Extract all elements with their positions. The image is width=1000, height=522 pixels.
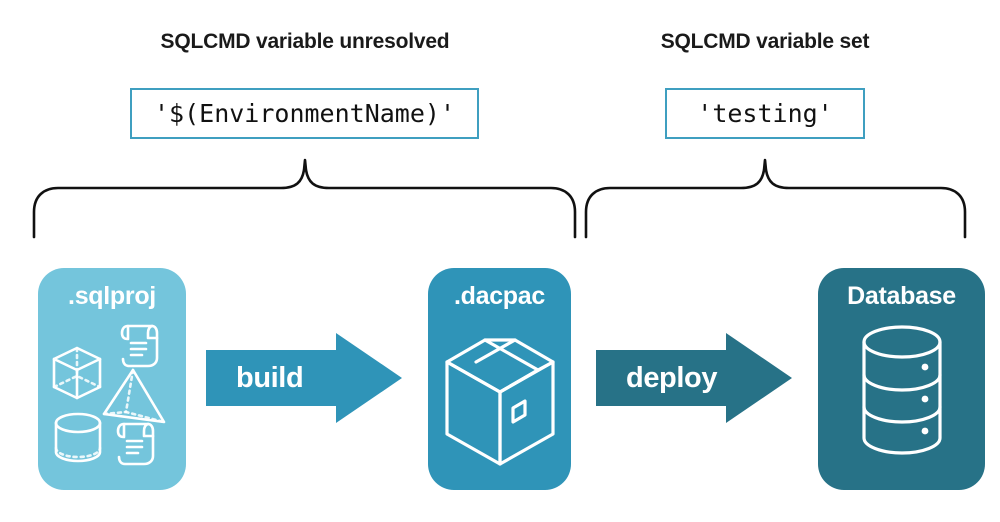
database-icon-group — [818, 320, 985, 468]
pyramid-icon — [102, 368, 166, 424]
arrow-build: build — [206, 333, 402, 423]
sqlproj-icon-group — [38, 320, 186, 470]
artifact-box-dacpac: .dacpac — [428, 268, 571, 490]
cylinder-icon — [54, 412, 102, 463]
brace-deploy-scope — [584, 158, 967, 239]
artifact-label-dacpac: .dacpac — [453, 282, 545, 310]
package-box-icon — [444, 338, 555, 466]
dacpac-icon-group — [428, 320, 571, 472]
scroll-icon — [120, 324, 159, 368]
cube-icon — [52, 346, 102, 400]
code-box-environment-name: '$(EnvironmentName)' — [130, 88, 479, 139]
artifact-label-sqlproj: .sqlproj — [68, 282, 156, 310]
artifact-box-sqlproj: .sqlproj — [38, 268, 186, 490]
database-cylinder-icon — [861, 325, 942, 455]
brace-build-scope — [32, 158, 577, 239]
heading-sqlcmd-variable-unresolved: SQLCMD variable unresolved — [160, 30, 450, 53]
artifact-label-database: Database — [847, 282, 956, 310]
heading-sqlcmd-variable-set: SQLCMD variable set — [660, 30, 870, 53]
artifact-box-database: Database — [818, 268, 985, 490]
scroll-icon — [116, 422, 155, 466]
arrow-deploy-shape — [596, 333, 792, 423]
code-box-testing: 'testing' — [665, 88, 865, 139]
arrow-build-shape — [206, 333, 402, 423]
arrow-deploy: deploy — [596, 333, 792, 423]
